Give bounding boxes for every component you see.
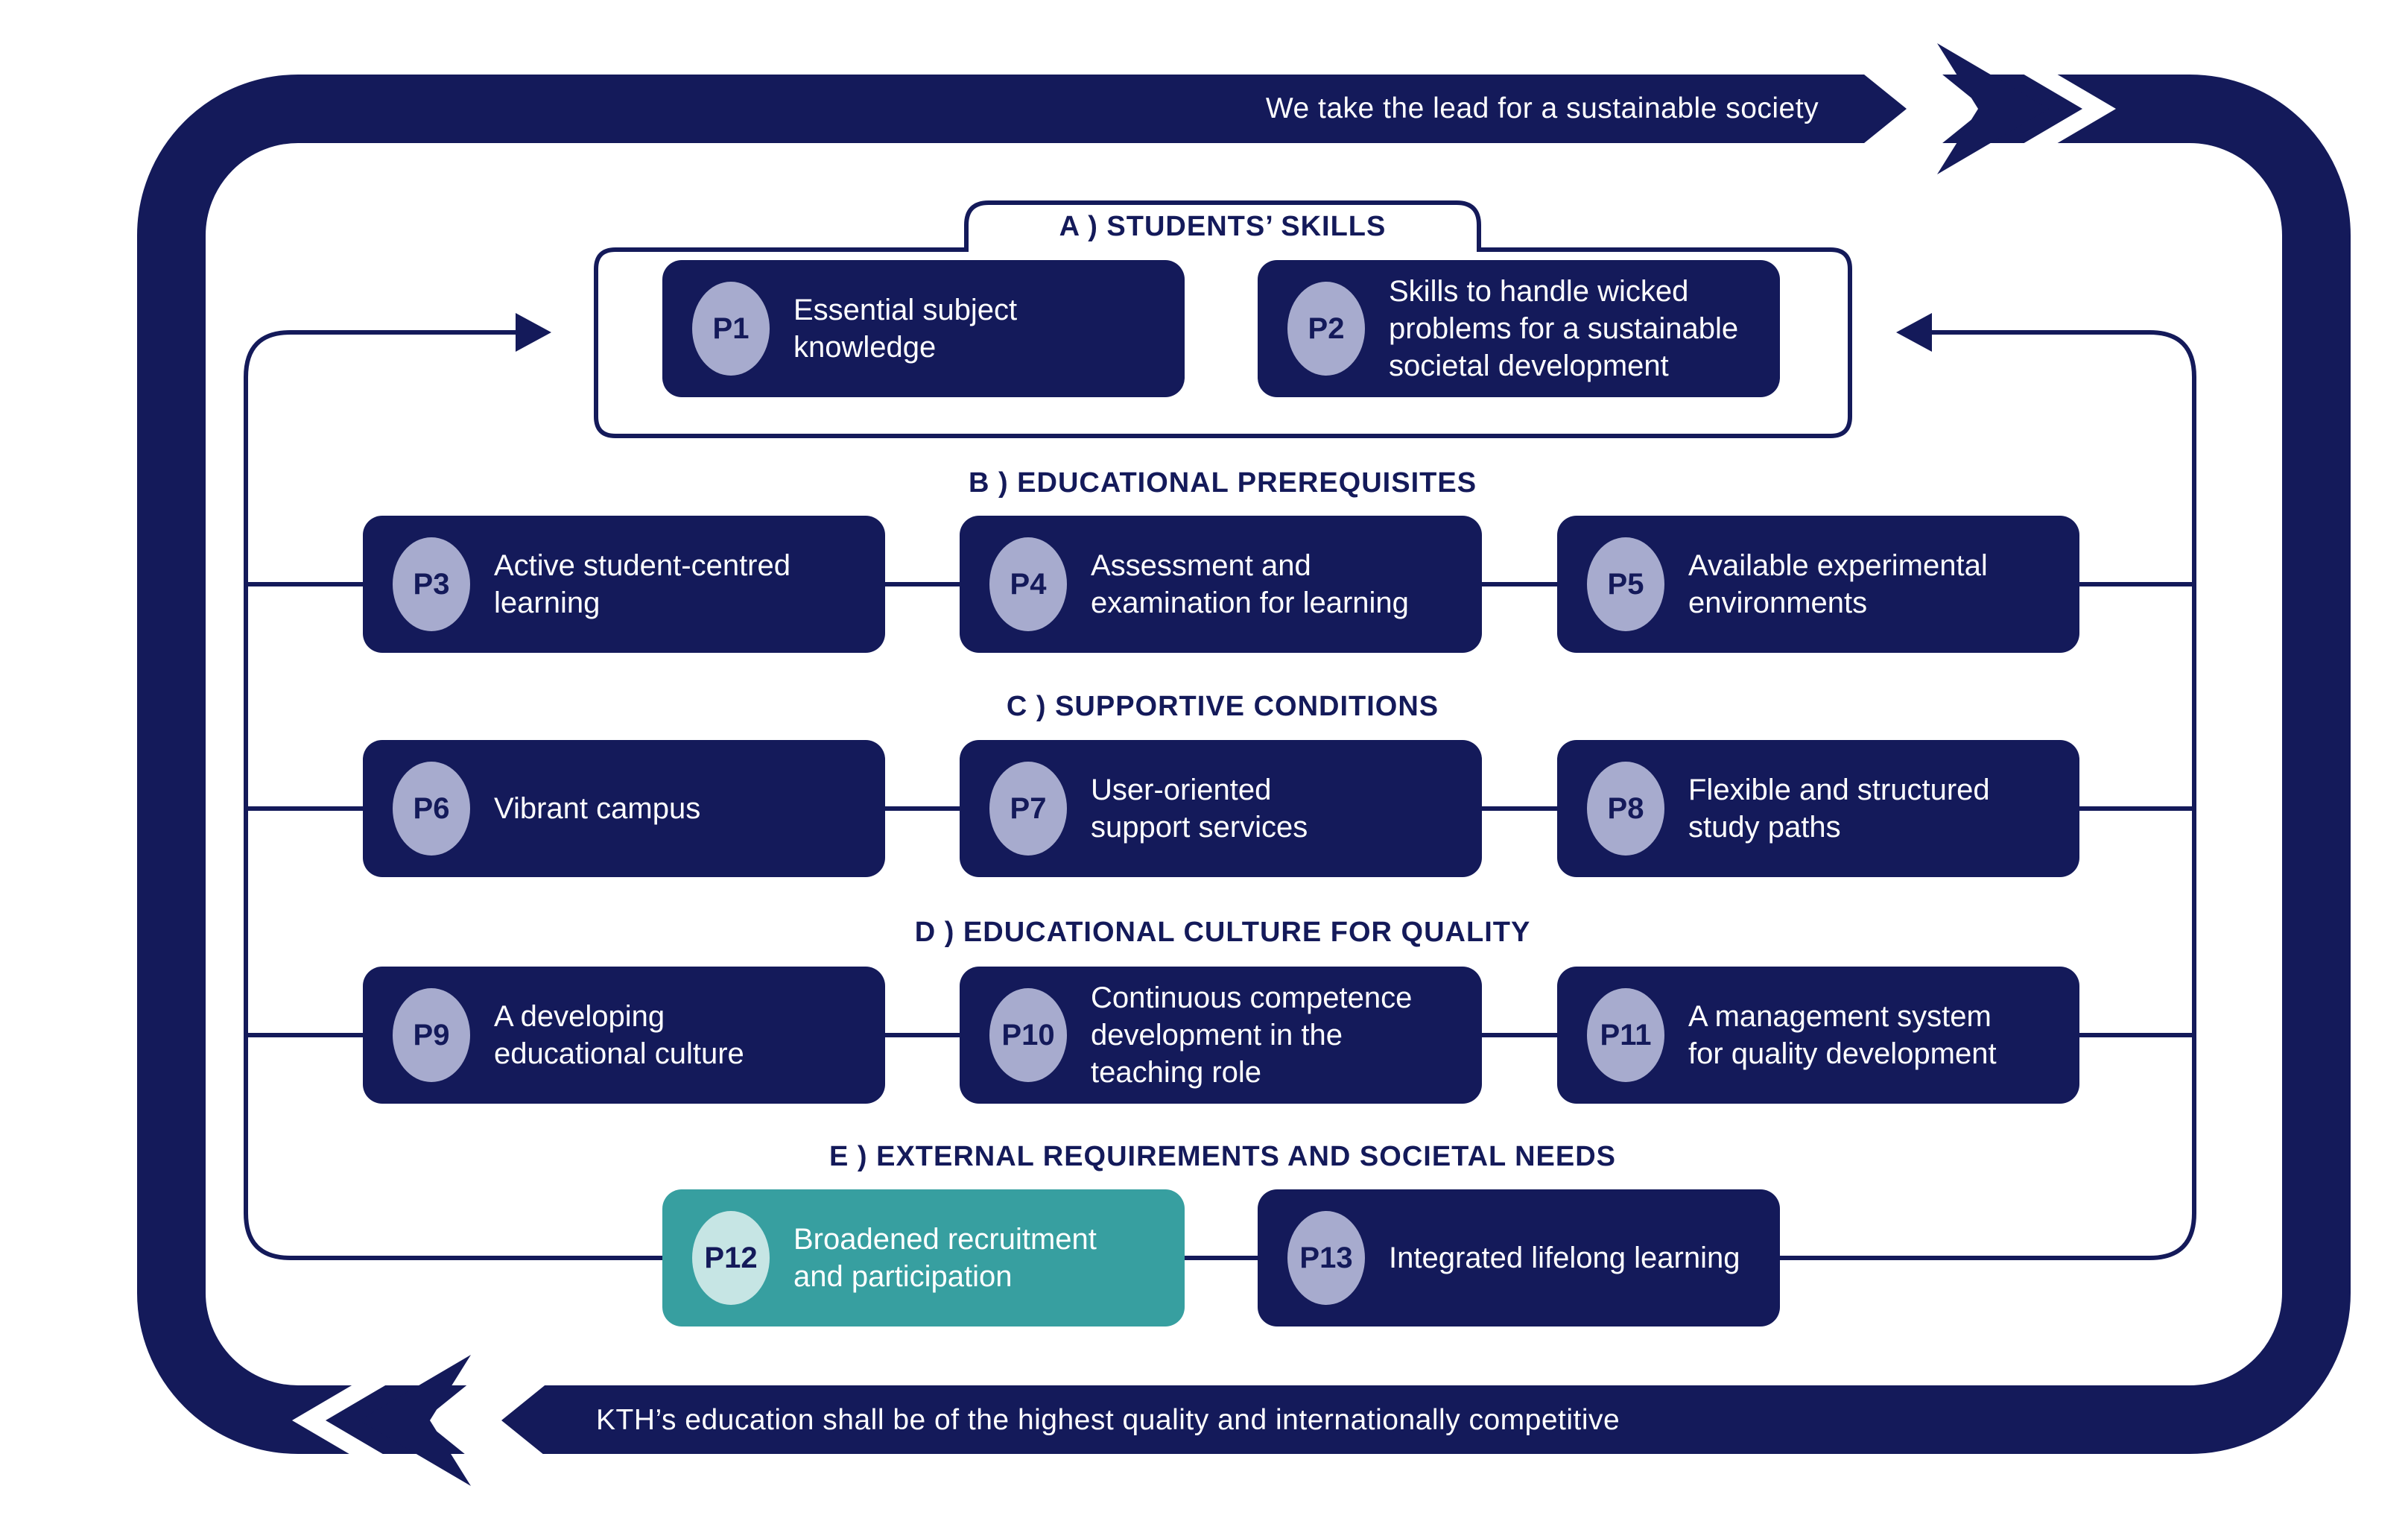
p5-badge: P5 (1587, 537, 1664, 631)
p6-label: Vibrant campus (494, 792, 701, 825)
box-p4: P4 Assessment and examination for learni… (960, 516, 1482, 653)
p12-label: Broadened recruitment and participation (793, 1223, 1097, 1293)
section-header-d: D ) EDUCATIONAL CULTURE FOR QUALITY (914, 917, 1531, 948)
bottom-left-arrow-icon (292, 1355, 579, 1486)
bottom-banner-text: KTH’s education shall be of the highest … (596, 1404, 1620, 1436)
box-p8: P8 Flexible and structured study paths (1557, 740, 2079, 877)
p9-label: A developing educational culture (494, 1000, 744, 1070)
box-p11: P11 A management system for quality deve… (1557, 967, 2079, 1104)
box-p13: P13 Integrated lifelong learning (1258, 1189, 1780, 1326)
box-p1: P1 Essential subject knowledge (662, 260, 1185, 397)
p2-badge: P2 (1287, 282, 1365, 376)
section-header-b: B ) EDUCATIONAL PREREQUISITES (968, 467, 1477, 499)
p6-badge: P6 (393, 762, 470, 856)
top-banner-text: We take the lead for a sustainable socie… (1265, 92, 1819, 124)
section-header-e: E ) EXTERNAL REQUIREMENTS AND SOCIETAL N… (828, 1141, 1617, 1172)
p7-badge: P7 (989, 762, 1067, 856)
top-right-arrow-icon (1829, 43, 2116, 174)
p5-label: Available experimental environments (1688, 549, 1988, 619)
box-p7: P7 User-oriented support services (960, 740, 1482, 877)
box-p6: P6 Vibrant campus (363, 740, 885, 877)
connector-arrow-right-icon (516, 313, 551, 352)
p1-label: Essential subject knowledge (793, 294, 1018, 364)
box-p5: P5 Available experimental environments (1557, 516, 2079, 653)
p1-badge: P1 (692, 282, 770, 376)
connector-arrow-left-icon (1896, 313, 1932, 352)
p11-badge: P11 (1587, 988, 1664, 1082)
section-header-a: A ) STUDENTS’ SKILLS (1059, 211, 1387, 242)
box-p10: P10 Continuous competence development in… (960, 967, 1482, 1104)
p4-badge: P4 (989, 537, 1067, 631)
inner-loop-right (1780, 330, 2196, 1260)
row-connector-lines (246, 582, 2194, 1260)
p13-badge: P13 (1287, 1211, 1365, 1305)
outer-loop-border (137, 75, 2351, 1454)
box-p3: P3 Active student-centred learning (363, 516, 885, 653)
p3-badge: P3 (393, 537, 470, 631)
p8-label: Flexible and structured study paths (1688, 774, 1990, 844)
section-header-c: C ) SUPPORTIVE CONDITIONS (1006, 691, 1439, 722)
p4-label: Assessment and examination for learning (1091, 549, 1409, 619)
p13-label: Integrated lifelong learning (1389, 1242, 1740, 1274)
p8-badge: P8 (1587, 762, 1664, 856)
section-a-outline (594, 200, 1852, 438)
inner-loop-left (244, 330, 664, 1260)
p11-label: A management system for quality developm… (1688, 1000, 1997, 1070)
box-p2: P2 Skills to handle wicked problems for … (1258, 260, 1780, 397)
p2-label: Skills to handle wicked problems for a s… (1389, 275, 1739, 382)
p10-label: Continuous competence development in the… (1091, 981, 1413, 1089)
p7-label: User-oriented support services (1091, 774, 1308, 844)
p9-badge: P9 (393, 988, 470, 1082)
box-p9: P9 A developing educational culture (363, 967, 885, 1104)
p12-badge: P12 (692, 1211, 770, 1305)
p10-badge: P10 (989, 988, 1067, 1082)
box-p12: P12 Broadened recruitment and participat… (662, 1189, 1185, 1326)
p3-label: Active student-centred learning (494, 549, 790, 619)
